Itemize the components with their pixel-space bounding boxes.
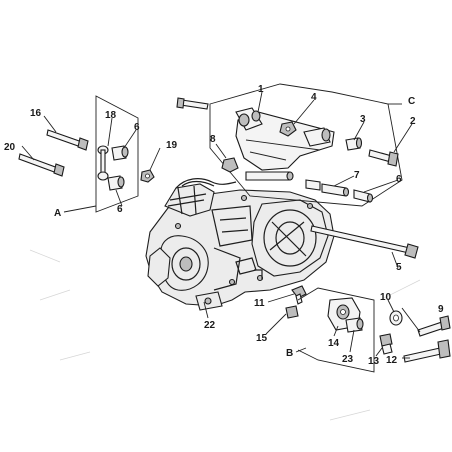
link-rod-18	[97, 145, 109, 181]
callout-18: 18	[105, 110, 117, 121]
callout-12: 12	[386, 355, 398, 366]
group-label-a: A	[54, 208, 61, 219]
through-bolt-5	[310, 225, 419, 259]
nut-15	[285, 305, 299, 319]
bolt-2	[368, 149, 399, 167]
washer-10	[389, 310, 403, 326]
callout-8: 8	[210, 134, 216, 145]
callout-6-a: 6	[134, 122, 140, 133]
callout-14: 14	[328, 338, 340, 349]
bolt-16	[46, 129, 89, 151]
bushing-6-lower	[107, 175, 125, 191]
hanger-bracket-1	[235, 107, 335, 181]
callout-7: 7	[354, 170, 360, 181]
nut-19	[140, 169, 155, 183]
callout-9: 9	[438, 304, 444, 315]
scan-noise	[29, 249, 421, 421]
group-c	[176, 83, 403, 207]
engine-crankcase	[145, 178, 335, 311]
callout-1: 1	[258, 84, 264, 95]
washer-8	[221, 157, 239, 173]
callout-4: 4	[311, 92, 317, 103]
callout-19: 19	[166, 140, 178, 151]
bolt-12	[403, 339, 451, 363]
callout-23: 23	[342, 354, 354, 365]
callout-11: 11	[254, 298, 265, 309]
callout-16: 16	[30, 108, 42, 119]
bushing-3	[345, 137, 363, 151]
callout-15: 15	[256, 333, 268, 344]
bushing-6-right	[353, 189, 374, 203]
group-b	[297, 287, 375, 373]
bushing-23	[345, 317, 364, 333]
callout-3: 3	[360, 114, 366, 125]
bushing-6-upper	[111, 145, 129, 161]
bolt-9	[417, 315, 451, 337]
bolt-11	[291, 285, 307, 305]
group-b-frame	[297, 287, 375, 373]
callout-labels: 1 2 3 4 5 6 6 6 7 8 9 10 11 12 13 14 15 …	[4, 84, 444, 367]
callout-13: 13	[368, 356, 380, 367]
leader-lines	[21, 91, 421, 359]
callout-2: 2	[410, 116, 416, 127]
group-label-c: C	[408, 96, 415, 107]
callout-20: 20	[4, 142, 16, 153]
callout-10: 10	[380, 292, 392, 303]
callout-5: 5	[396, 262, 402, 273]
bolt-20	[18, 153, 65, 177]
bracket-bolt	[176, 97, 209, 110]
sleeve-row-7	[305, 179, 350, 197]
callout-6-c: 6	[396, 174, 402, 185]
callout-6-b: 6	[117, 204, 123, 215]
group-a-frame	[95, 95, 139, 213]
nut-13	[379, 333, 393, 355]
nut-4	[279, 121, 297, 137]
callout-22: 22	[204, 320, 216, 331]
group-a	[95, 95, 139, 213]
group-label-b: B	[286, 348, 293, 359]
